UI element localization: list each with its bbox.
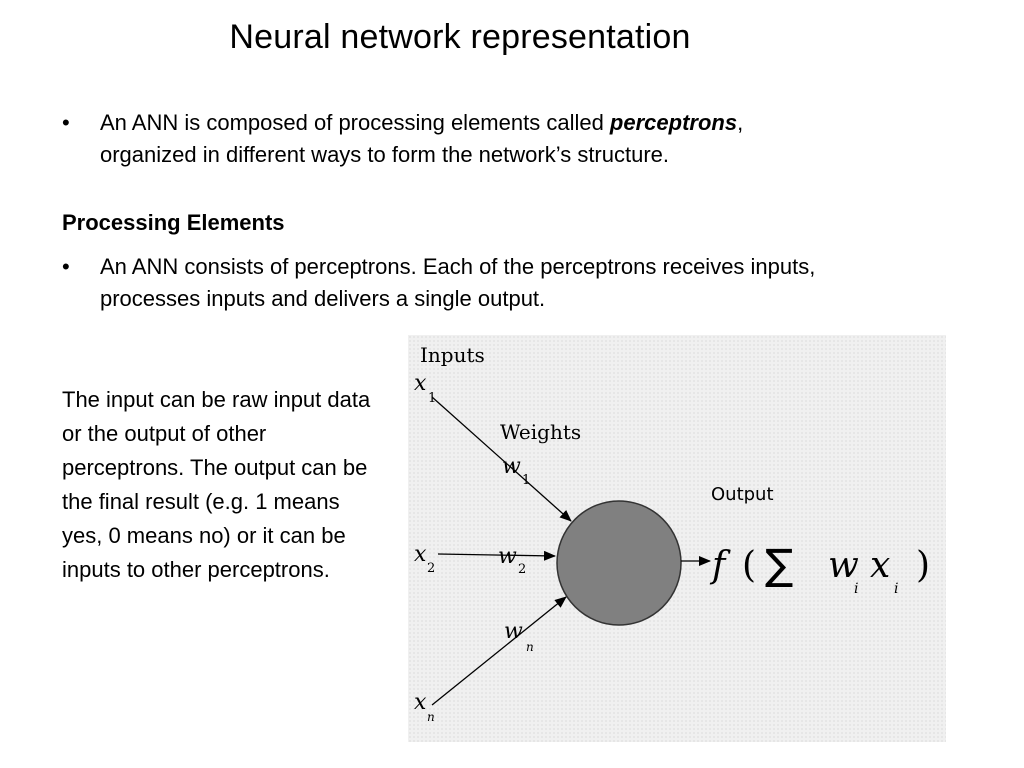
weight-w1-label: w	[502, 454, 521, 479]
neuron-circle	[556, 500, 682, 626]
paren-close: )	[916, 545, 930, 586]
output-x-label: x	[870, 545, 890, 586]
section-heading: Processing Elements	[62, 210, 285, 235]
input-xn-subscript: n	[427, 710, 435, 724]
bullet-text-before: An ANN is composed of processing element…	[100, 110, 610, 135]
inputs-label: Inputs	[420, 343, 485, 367]
input-x1-label: x	[414, 371, 427, 396]
paren-open: (	[742, 545, 756, 586]
output-w-label: w	[828, 545, 859, 586]
arrow-x2-to-neuron	[437, 550, 556, 561]
output-w-subscript: i	[854, 581, 858, 597]
function-f-label: f	[709, 545, 731, 586]
output-x-subscript: i	[894, 581, 898, 597]
perceptron-diagram: Inputs Weights Output x 1 w 1 x 2 w 2 w …	[408, 335, 946, 742]
bullet-dot-icon: •	[62, 254, 70, 279]
input-x2-subscript: 2	[427, 561, 435, 576]
sigma-symbol: ∑	[765, 540, 793, 589]
output-label: Output	[711, 484, 774, 505]
side-paragraph: The input can be raw input data or the o…	[62, 387, 371, 582]
weight-w2-label: w	[498, 544, 517, 569]
perceptrons-emphasis: perceptrons	[609, 110, 738, 135]
bullet-text: An ANN is composed of processing element…	[100, 107, 782, 171]
input-x2-label: x	[414, 542, 427, 567]
perceptron-diagram-svg: Inputs Weights Output x 1 w 1 x 2 w 2 w …	[414, 343, 930, 724]
input-xn-label: x	[414, 690, 427, 715]
page-title: Neural network representation	[229, 18, 691, 56]
arrow-xn-to-neuron	[431, 596, 567, 706]
bullet-text-after: , organized in different ways to form th…	[100, 110, 744, 167]
weight-wn-label: w	[504, 619, 523, 644]
weight-wn-subscript: n	[526, 640, 534, 654]
weight-w2-subscript: 2	[518, 562, 526, 577]
input-x1-subscript: 1	[428, 391, 436, 406]
bullet-dot-icon: •	[62, 110, 70, 135]
bullet-text: An ANN consists of perceptrons. Each of …	[100, 254, 816, 311]
weights-label: Weights	[500, 420, 581, 444]
arrow-x1-to-neuron	[431, 396, 572, 522]
